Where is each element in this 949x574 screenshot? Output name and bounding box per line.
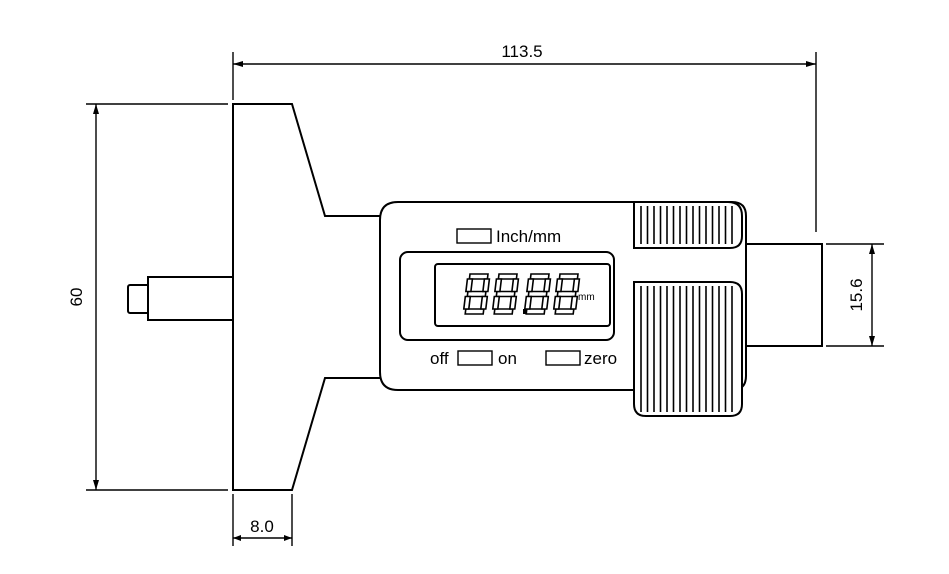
knob-diameter-label: 15.6 <box>847 278 866 311</box>
lcd-display: mm <box>399 251 615 341</box>
lcd-segment <box>571 278 581 293</box>
dimension-height: 60 <box>67 103 228 491</box>
lcd-segment <box>525 308 546 315</box>
lcd-segment <box>510 278 520 293</box>
lcd-segment <box>493 278 503 293</box>
rear-knob <box>739 243 823 347</box>
gauge-base <box>232 103 391 491</box>
inch-mm-button[interactable] <box>456 228 492 244</box>
lower-knurled-grip[interactable] <box>633 281 743 417</box>
dimension-knob-diameter: 15.6 <box>826 243 884 347</box>
overall-length-label: 113.5 <box>501 42 542 61</box>
lcd-segment <box>569 295 579 310</box>
power-button[interactable] <box>457 350 493 366</box>
probe-pin <box>127 276 234 321</box>
lcd-decimal-point <box>523 309 527 314</box>
lcd-reading <box>462 273 581 315</box>
lcd-segment <box>462 295 472 310</box>
dimension-base-thickness: 8.0 <box>232 494 293 546</box>
zero-button[interactable] <box>545 350 581 366</box>
on-label: on <box>498 349 517 368</box>
lcd-segment <box>554 308 575 315</box>
lcd-segment <box>523 295 533 310</box>
height-label: 60 <box>67 288 86 307</box>
zero-label: zero <box>584 349 617 368</box>
lcd-segment <box>464 278 474 293</box>
upper-knurled-grip[interactable] <box>633 201 743 249</box>
lcd-segment <box>554 278 564 293</box>
lcd-segment <box>464 308 485 315</box>
base-thickness-label: 8.0 <box>250 517 274 536</box>
lcd-segment <box>493 308 514 315</box>
lcd-segment <box>542 278 552 293</box>
lcd-segment <box>491 295 501 310</box>
lcd-segment <box>479 295 489 310</box>
lcd-segment <box>525 278 535 293</box>
lcd-segment <box>481 278 491 293</box>
off-label: off <box>430 349 449 368</box>
lcd-unit: mm <box>578 292 595 303</box>
lcd-segment <box>540 295 550 310</box>
dimension-overall-length: 113.5 <box>232 42 817 232</box>
lcd-segment <box>552 295 562 310</box>
lcd-segment <box>508 295 518 310</box>
inch-mm-label: Inch/mm <box>496 227 561 246</box>
